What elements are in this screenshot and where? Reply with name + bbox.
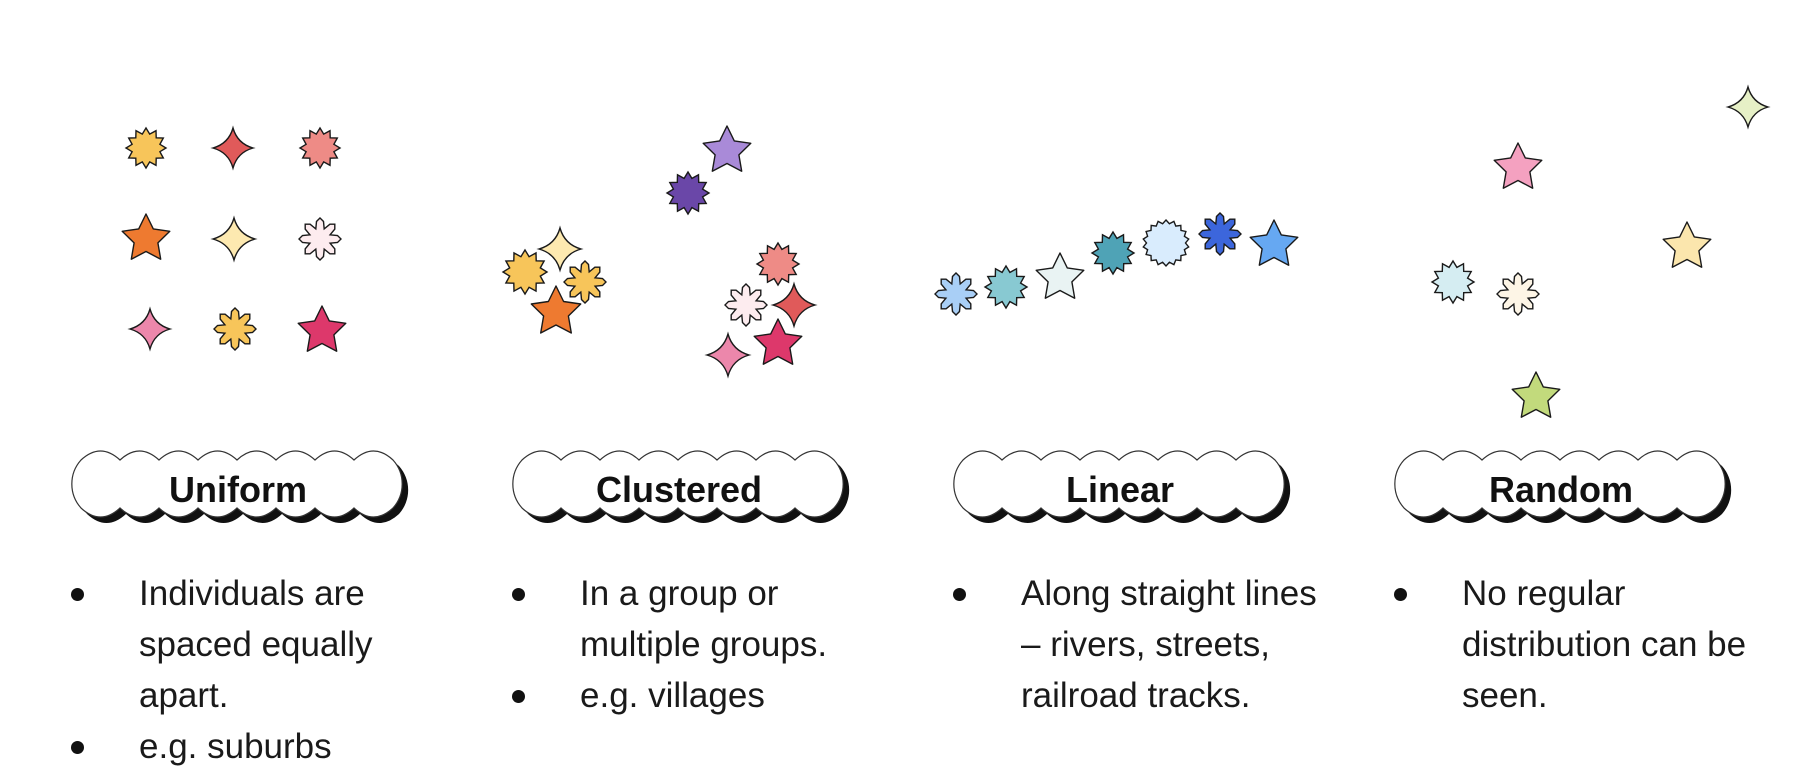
- random-bullet-list: No regular distribution can be seen.: [1388, 568, 1768, 721]
- panel-linear: Linear Along straight lines – rivers, st…: [947, 446, 1317, 715]
- clustered-star-icon: [770, 281, 818, 329]
- uniform-title-cloud: Uniform: [65, 446, 411, 542]
- bullet-icon: [71, 741, 84, 754]
- panel-clustered: Clustered In a group or multiple groups.…: [506, 446, 866, 715]
- list-item: In a group or multiple groups.: [506, 568, 886, 670]
- bullet-icon: [1394, 588, 1407, 601]
- random-star-icon: [1725, 84, 1771, 130]
- bullet-icon: [953, 588, 966, 601]
- uniform-star-icon: [210, 215, 258, 263]
- list-item: Individuals are spaced equally apart.: [65, 568, 445, 721]
- bullet-icon: [512, 588, 525, 601]
- random-star-icon: [1496, 272, 1540, 316]
- linear-star-icon: [1090, 230, 1136, 276]
- clustered-star-icon: [501, 248, 549, 296]
- linear-star-icon: [934, 272, 978, 316]
- linear-star-icon: [1142, 218, 1190, 268]
- bullet-text: No regular distribution can be seen.: [1462, 574, 1747, 715]
- clustered-star-icon: [755, 241, 801, 287]
- clustered-star-icon: [530, 285, 582, 334]
- random-title-cloud: Random: [1388, 446, 1734, 542]
- list-item: e.g. villages: [506, 670, 886, 721]
- cloud-shape: [953, 450, 1285, 518]
- bullet-text: Individuals are spaced equally apart.: [139, 574, 373, 715]
- clustered-star-icon: [665, 170, 711, 216]
- random-star-icon: [1511, 371, 1561, 418]
- clustered-star-icon: [702, 125, 752, 172]
- random-star-icon: [1662, 221, 1712, 268]
- uniform-star-icon: [297, 305, 347, 352]
- uniform-star-icon: [127, 306, 173, 352]
- bullet-icon: [512, 690, 525, 703]
- bullet-text: e.g. villages: [580, 676, 765, 715]
- linear-star-icon: [983, 264, 1029, 310]
- bullet-icon: [71, 588, 84, 601]
- cloud-shape: [71, 450, 403, 518]
- random-star-icon: [1493, 142, 1543, 189]
- uniform-title: Uniform: [169, 469, 307, 510]
- linear-star-icon: [1249, 219, 1299, 266]
- panel-uniform: Uniform Individuals are spaced equally a…: [65, 446, 425, 766]
- linear-title: Linear: [1065, 469, 1175, 510]
- list-item: Along straight lines – rivers, streets, …: [947, 568, 1327, 721]
- uniform-bullet-list: Individuals are spaced equally apart. e.…: [65, 568, 445, 772]
- uniform-star-icon: [298, 217, 342, 261]
- linear-star-icon: [1198, 212, 1242, 256]
- clustered-title-cloud: Clustered: [506, 446, 852, 542]
- linear-bullet-list: Along straight lines – rivers, streets, …: [947, 568, 1327, 721]
- clustered-star-icon: [753, 318, 803, 365]
- bullet-text: e.g. suburbs: [139, 727, 332, 766]
- linear-star-icon: [1035, 252, 1085, 299]
- clustered-star-icon: [536, 225, 584, 273]
- cloud-shape: [512, 450, 844, 518]
- random-title: Random: [1489, 469, 1633, 510]
- list-item: e.g. suburbs: [65, 721, 445, 772]
- linear-title-cloud: Linear: [947, 446, 1293, 542]
- list-item: No regular distribution can be seen.: [1388, 568, 1768, 721]
- random-star-icon: [1430, 259, 1476, 305]
- uniform-star-icon: [210, 125, 256, 171]
- clustered-star-icon: [724, 283, 768, 327]
- bullet-text: Along straight lines – rivers, streets, …: [1021, 574, 1317, 715]
- uniform-star-icon: [298, 126, 342, 170]
- uniform-star-icon: [213, 307, 257, 351]
- clustered-bullet-list: In a group or multiple groups. e.g. vill…: [506, 568, 886, 721]
- clustered-star-icon: [704, 331, 752, 379]
- panel-random: Random No regular distribution can be se…: [1388, 446, 1748, 715]
- uniform-star-icon: [124, 126, 168, 170]
- cloud-shape: [1394, 450, 1726, 518]
- clustered-title: Clustered: [595, 469, 763, 510]
- uniform-star-icon: [121, 213, 171, 260]
- bullet-text: In a group or multiple groups.: [580, 574, 828, 664]
- clustered-star-icon: [563, 260, 607, 304]
